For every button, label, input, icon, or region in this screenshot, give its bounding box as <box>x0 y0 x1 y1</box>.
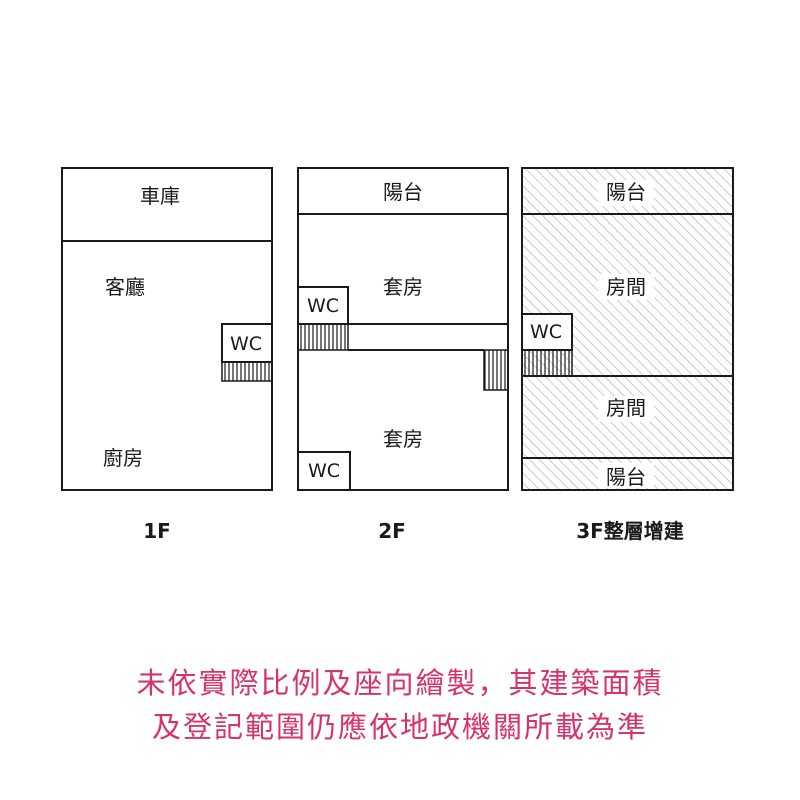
wc-2f-bottom-label: WC <box>308 460 340 482</box>
garage-label: 車庫 <box>140 184 180 208</box>
room-3f-top-label: 房間 <box>606 275 646 299</box>
floor-3f-plan: 陽台 房間 房間 陽台 WC 3F整層增建 <box>521 167 734 543</box>
wc-1f-label: WC <box>230 333 262 355</box>
balcony-2f-label: 陽台 <box>383 180 423 204</box>
wc-3f-box <box>521 313 573 351</box>
wc-1f-box <box>221 323 273 363</box>
floor-2f-plan: 陽台 套房 套房 WC WC 2F <box>297 167 509 543</box>
stairs-3f <box>521 349 573 377</box>
balcony-3f-bottom-label-bg <box>598 463 654 488</box>
disclaimer-line-1: 未依實際比例及座向繪製，其建築面積 <box>136 666 664 700</box>
floor-1f-plan: 車庫 客廳 廚房 WC 1F <box>61 167 273 543</box>
suite-top-label: 套房 <box>383 275 423 299</box>
stairs-1f <box>221 361 273 382</box>
kitchen-label: 廚房 <box>103 446 143 470</box>
floor-2f-label: 2F <box>378 519 406 543</box>
living-room-label: 客廳 <box>105 275 145 299</box>
balcony-3f-top-label-bg <box>598 180 654 206</box>
disclaimer-line-2: 及登記範圍仍應依地政機關所載為準 <box>151 710 648 744</box>
wc-3f-label: WC <box>530 321 562 343</box>
wc-2f-bottom-box <box>297 451 351 491</box>
room-3f-top-label-bg <box>598 274 654 300</box>
stairs-2f-right <box>483 349 509 391</box>
room-3f-bottom-label-bg <box>598 396 654 422</box>
floor-3f-label: 3F整層增建 <box>576 519 684 543</box>
wc-2f-top-label: WC <box>307 295 339 317</box>
suite-bottom-label: 套房 <box>383 427 423 451</box>
stairs-2f-left <box>297 323 349 351</box>
balcony-3f-top-label: 陽台 <box>606 180 646 204</box>
balcony-3f-bottom-label: 陽台 <box>606 465 646 489</box>
floor-1f-label: 1F <box>143 519 171 543</box>
room-3f-bottom-label: 房間 <box>606 396 646 420</box>
